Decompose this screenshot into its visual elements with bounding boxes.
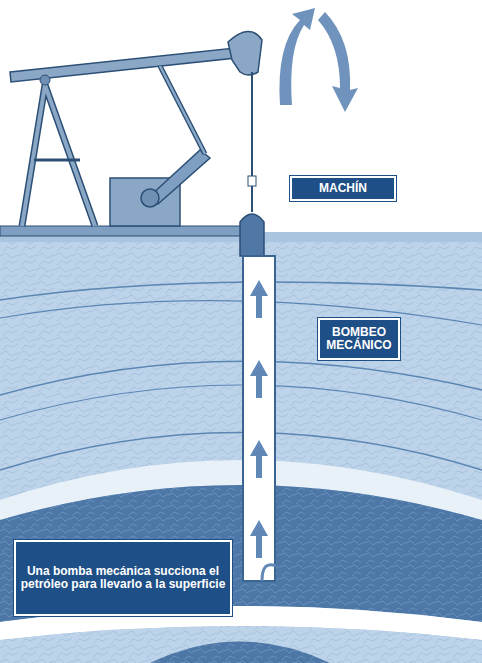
bottom-rock	[0, 626, 482, 663]
saddle-bearing	[40, 75, 50, 85]
section-label: BOMBEO MECÁNICO	[318, 318, 400, 360]
well-tube	[243, 256, 275, 581]
samson-post	[22, 85, 95, 226]
oil-reservoir	[0, 485, 482, 622]
wellhead	[240, 214, 264, 256]
stratum-line	[0, 282, 482, 300]
stratum-line	[0, 301, 482, 325]
motion-arrow-up	[279, 8, 315, 105]
stratum-line	[0, 385, 482, 420]
crank-hub	[141, 189, 159, 207]
lower-dome	[150, 642, 330, 663]
pitman-arm	[160, 66, 205, 154]
motion-arrow-down	[318, 12, 358, 112]
polished-rod	[251, 72, 253, 212]
stratum-line	[0, 361, 482, 395]
name-label: MACHÍN	[290, 176, 396, 201]
flow-arrows	[250, 280, 268, 558]
post-brace	[34, 159, 80, 162]
box-text: Una bomba mecánica succiona el petróleo …	[16, 565, 230, 591]
ground	[0, 232, 482, 663]
samson-post	[22, 85, 95, 226]
horse-head	[228, 31, 262, 75]
caption-box: Una bomba mecánica succiona el petróleo …	[14, 540, 232, 616]
box-text: BOMBEO MECÁNICO	[320, 326, 398, 352]
inflow-arrow	[262, 565, 276, 581]
rod-clamp	[248, 176, 256, 186]
pitman-arm	[160, 66, 205, 154]
base-platform	[0, 226, 250, 236]
box-text: MACHÍN	[319, 182, 367, 195]
